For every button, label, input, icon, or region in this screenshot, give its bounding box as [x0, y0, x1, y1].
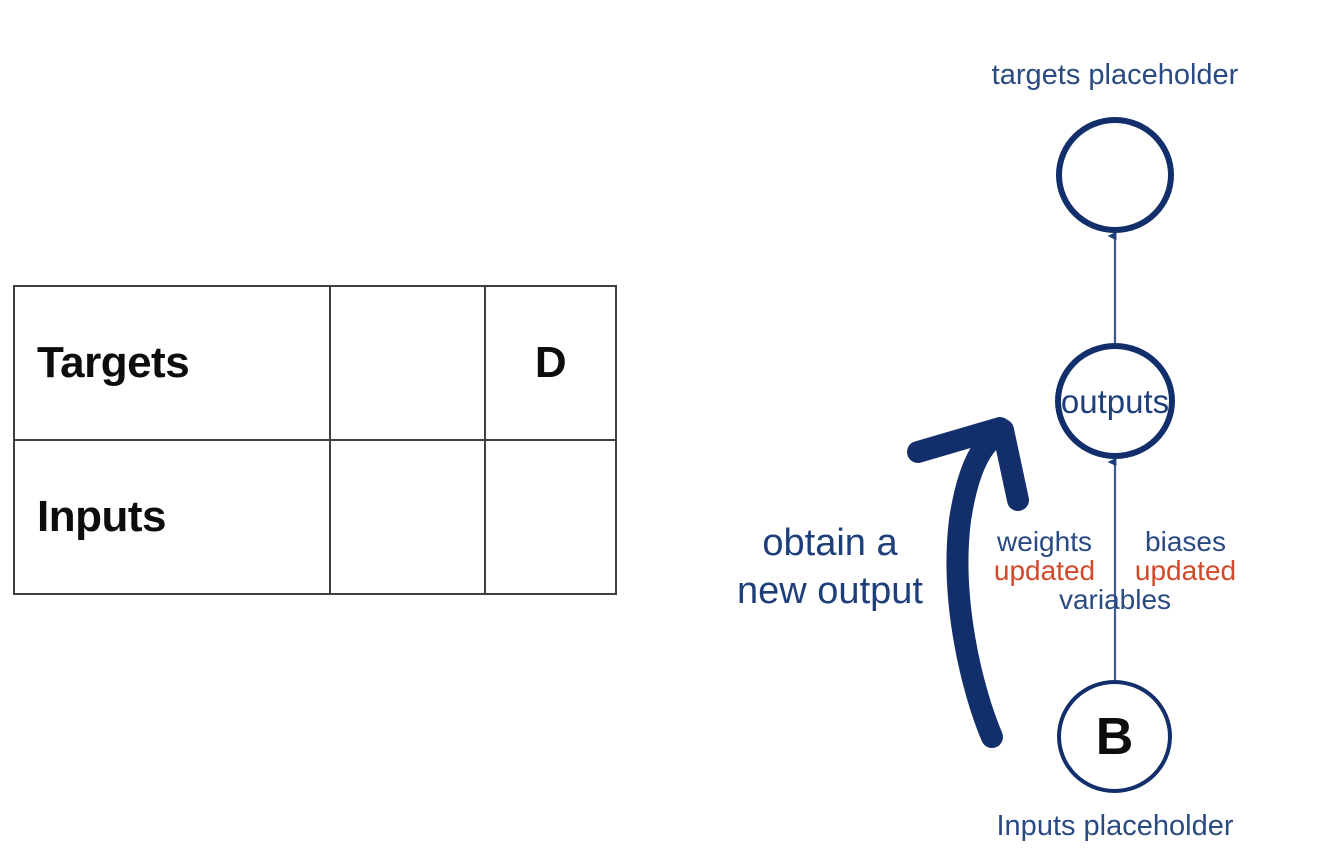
table-row: Targets D: [13, 285, 617, 441]
weights-label: weights: [997, 526, 1092, 557]
weights-updated-label: updated: [993, 555, 1096, 587]
variables-group-label: variables: [1058, 584, 1172, 616]
biases-label: biases: [1145, 526, 1226, 557]
inputs-node-letter: B: [1095, 707, 1134, 766]
table-cell-row-label: Targets: [13, 285, 331, 441]
data-table: Targets D Inputs: [13, 285, 617, 595]
diagram-connectors: [907, 231, 1117, 748]
biases-column: biases updated: [1115, 527, 1250, 585]
obtain-new-output-annotation: obtain a new output: [680, 520, 980, 615]
table-row: Inputs: [13, 439, 617, 595]
variables-annotation: weights updated biases updated variables: [980, 527, 1250, 614]
feedback-curved-arrow: [907, 417, 1029, 748]
outputs-node-label: outputs: [1060, 382, 1170, 420]
table-body: Targets D Inputs: [13, 285, 617, 595]
table-cell-right: D: [484, 285, 617, 441]
annotation-line-2: new output: [737, 569, 923, 612]
table-cell-middle: [329, 439, 486, 595]
table-cell-middle: [329, 285, 486, 441]
variables-columns: weights updated biases updated: [980, 527, 1250, 585]
table-cell-right: [484, 439, 617, 595]
annotation-line-1: obtain a: [762, 522, 898, 564]
weights-column: weights updated: [980, 527, 1115, 585]
inputs-placeholder-caption: Inputs placeholder: [996, 810, 1234, 842]
inputs-placeholder-node[interactable]: B: [1057, 680, 1172, 793]
outputs-node[interactable]: outputs: [1055, 343, 1175, 459]
targets-placeholder-node[interactable]: [1056, 117, 1174, 233]
biases-updated-label: updated: [1134, 555, 1237, 587]
table-cell-row-label: Inputs: [13, 439, 331, 595]
targets-placeholder-caption: targets placeholder: [991, 59, 1239, 91]
graph-diagram: targets placeholder outputs weights upda…: [620, 0, 1326, 868]
